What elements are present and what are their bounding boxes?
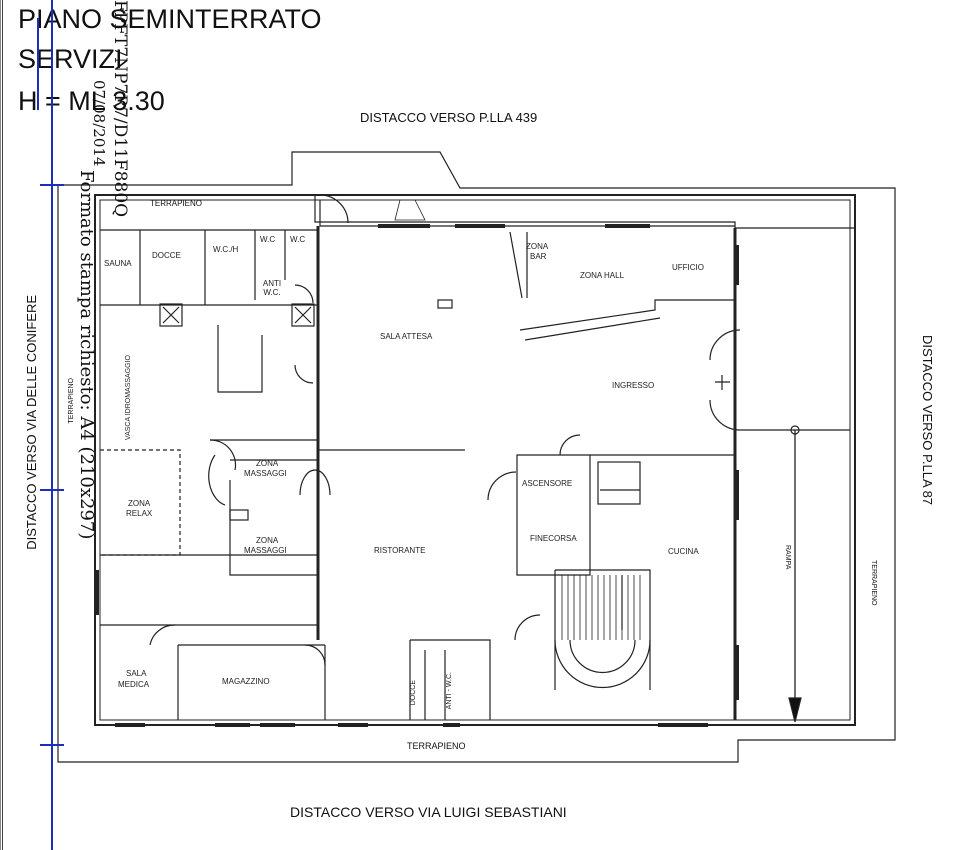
room-zona-bar-1: ZONA — [526, 242, 549, 251]
room-massaggi-1a: ZONA — [256, 459, 279, 468]
room-anti-wc-2: ANTI - W.C. — [446, 672, 453, 710]
room-vasca: VASCA IDROMASSAGGIO — [125, 355, 132, 441]
setback-left: DISTACCO VERSO VIA DELLE CONIFERE — [24, 295, 39, 550]
room-sauna: SAUNA — [104, 259, 132, 268]
floor-height: H = ML 3.30 — [18, 86, 165, 116]
room-sala-medica-a: SALA — [126, 669, 147, 678]
room-massaggi-1b: MASSAGGI — [244, 469, 287, 478]
setback-bottom: DISTACCO VERSO VIA LUIGI SEBASTIANI — [290, 804, 567, 820]
room-docce: DOCCE — [152, 251, 181, 260]
room-ingresso: INGRESSO — [612, 381, 655, 390]
room-ristorante: RISTORANTE — [374, 546, 426, 555]
room-magazzino: MAGAZZINO — [222, 677, 270, 686]
page-edge-scan — [0, 0, 6, 850]
room-wc-2: W.C — [290, 235, 306, 244]
room-zona-hall: ZONA HALL — [580, 271, 625, 280]
lot-boundary — [57, 151, 896, 763]
doc-date-overlay: 07/08/2014 — [90, 80, 108, 167]
setback-top: DISTACCO VERSO P.LLA 439 — [360, 110, 538, 125]
doc-code-overlay: FPFT7NP7R7/D11F880Q — [110, 0, 130, 218]
room-massaggi-2a: ZONA — [256, 536, 279, 545]
room-zona-bar-2: BAR — [530, 252, 547, 261]
room-cucina: CUCINA — [668, 547, 699, 556]
room-wch: W.C./H — [213, 245, 239, 254]
room-ufficio: UFFICIO — [672, 263, 704, 272]
setback-right: DISTACCO VERSO P.LLA 87 — [920, 335, 935, 506]
room-wc-1: W.C — [260, 235, 276, 244]
terrain-left: TERRAPIENO — [68, 378, 75, 424]
room-anti-wc: ANTI W.C. — [262, 279, 282, 297]
terrain-bottom: TERRAPIENO — [407, 741, 466, 751]
ramp-label: RAMPA — [784, 545, 791, 570]
room-relax-a: ZONA — [128, 499, 151, 508]
terrain-top: TERRAPIENO — [150, 199, 203, 208]
room-ascensore: ASCENSORE — [522, 479, 573, 488]
floor-use: SERVIZI — [18, 44, 123, 74]
print-format-overlay: Formato stampa richiesto: A4 (210x297) — [76, 170, 97, 540]
room-finecorsa: FINECORSA — [530, 534, 577, 543]
room-docce-2: DOCCE — [410, 680, 417, 706]
room-relax-b: RELAX — [126, 509, 153, 518]
room-sala-medica-b: MEDICA — [118, 680, 150, 689]
room-sala-attesa: SALA ATTESA — [380, 332, 433, 341]
room-massaggi-2b: MASSAGGI — [244, 546, 287, 555]
terrain-right: TERRAPIENO — [870, 560, 877, 606]
floor-title: PIANO SEMINTERRATO — [18, 4, 322, 34]
